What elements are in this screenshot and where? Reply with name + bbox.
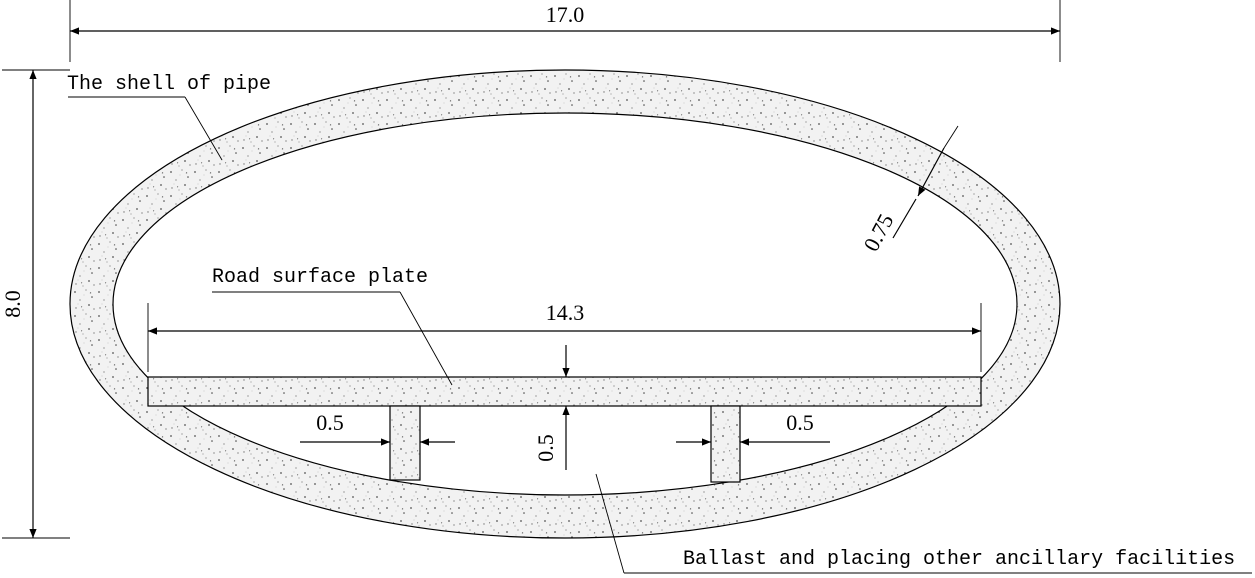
shell-thickness-label: 0.75 xyxy=(858,210,898,256)
left-support-width-label: 0.5 xyxy=(316,410,344,435)
right-support-width-dimension: 0.5 xyxy=(676,410,830,446)
pipe-shell xyxy=(69,69,1061,539)
right-support-width-label: 0.5 xyxy=(786,410,814,435)
shell-label: The shell of pipe xyxy=(67,73,271,96)
overall-height-label: 8.0 xyxy=(0,290,25,318)
road-width-label: 14.3 xyxy=(546,300,585,325)
overall-width-dimension: 17.0 xyxy=(69,0,1061,62)
plate-thickness-label: 0.5 xyxy=(533,434,558,462)
road-surface-plate xyxy=(147,376,982,407)
ballast-label: Ballast and placing other ancillary faci… xyxy=(683,548,1235,571)
plate-thickness-dimension: 0.5 xyxy=(533,345,570,470)
road-plate-label: Road surface plate xyxy=(212,266,428,289)
ballast-leader: Ballast and placing other ancillary faci… xyxy=(595,473,1252,574)
right-support xyxy=(710,405,741,483)
left-support-width-dimension: 0.5 xyxy=(300,410,455,446)
road-plate-leader: Road surface plate xyxy=(212,266,453,386)
left-support xyxy=(389,405,421,481)
overall-width-label: 17.0 xyxy=(546,2,585,27)
road-width-dimension: 14.3 xyxy=(147,300,982,372)
overall-height-dimension: 8.0 xyxy=(0,69,70,539)
shell-leader: The shell of pipe xyxy=(67,73,271,161)
